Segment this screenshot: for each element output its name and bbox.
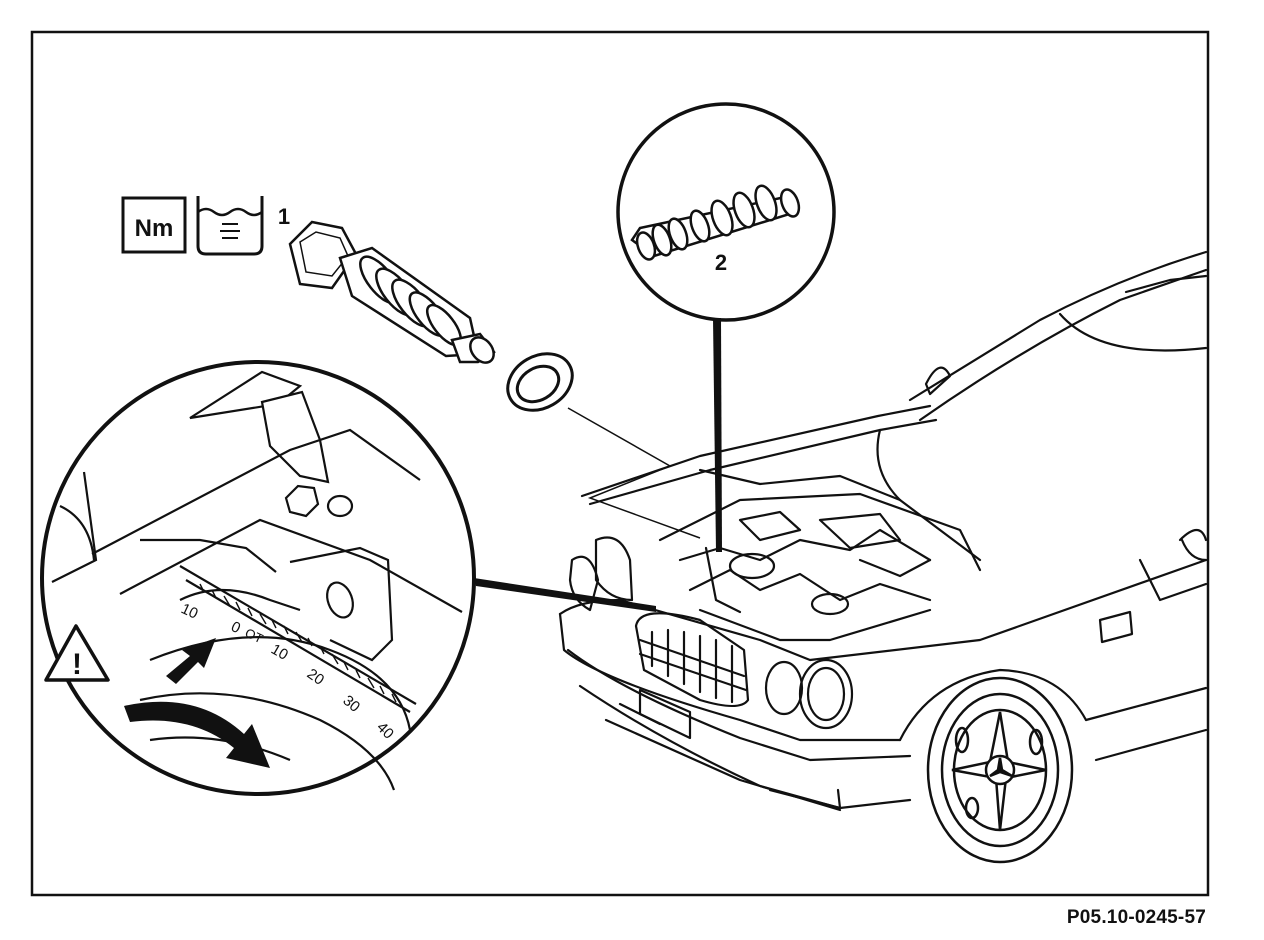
scale-ticks <box>199 583 397 703</box>
scale-mark-20: 20 <box>304 665 327 688</box>
detail-2-pointer <box>713 318 722 552</box>
seal-leader <box>567 407 701 539</box>
scale-tdc-label: OT <box>243 625 266 646</box>
pointer-arrow-icon <box>166 638 216 684</box>
fluid-container-icon <box>196 196 264 256</box>
detail-circle-scale: 10 0 OT 10 20 30 40 <box>40 360 476 796</box>
part-2-label: 2 <box>715 250 727 275</box>
sensor-bolt <box>288 220 496 364</box>
detail-scale-pointer <box>474 578 656 612</box>
torque-nm-icon: Nm <box>121 196 187 254</box>
figure-code: P05.10-0245-57 <box>1066 907 1206 928</box>
seal-ring <box>506 352 574 412</box>
part-1-label: 1 <box>278 204 290 229</box>
torque-label: Nm <box>135 215 174 242</box>
scale-mark-10-left: 10 <box>178 600 200 622</box>
warning-glyph: ! <box>72 648 82 681</box>
rotation-arrow-icon <box>124 701 270 768</box>
illustration-frame <box>30 30 1210 897</box>
car-front-view <box>558 250 1208 812</box>
front-wheel <box>926 676 1074 864</box>
detail-circle-2: 2 <box>616 102 836 322</box>
scale-mark-10: 10 <box>268 641 291 664</box>
warning-triangle-icon: ! <box>44 624 110 682</box>
